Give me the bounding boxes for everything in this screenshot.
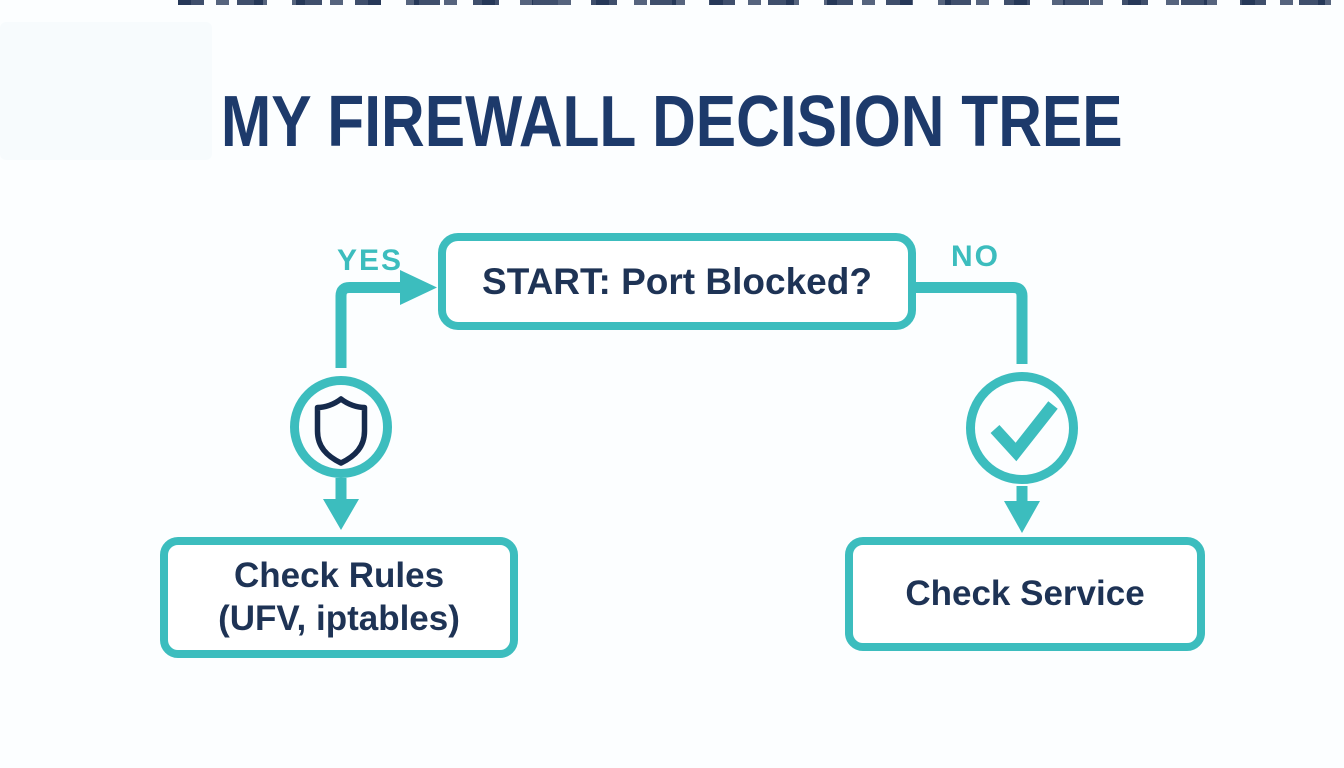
- check-rules-label-line1: Check Rules: [233, 555, 445, 595]
- yes-connector-line: [335, 282, 402, 368]
- check-service-label: Check Service: [905, 574, 1145, 613]
- no-branch-label: NO: [951, 240, 1000, 273]
- page-title: MY FIREWALL DECISION TREE: [0, 86, 1344, 158]
- no-connector-line: [916, 282, 1028, 364]
- background-smudge: [0, 22, 212, 160]
- check-service-node: Check Service: [845, 537, 1205, 651]
- shield-circle-icon: [290, 376, 392, 478]
- page-title-text: MY FIREWALL DECISION TREE: [221, 82, 1123, 162]
- check-rules-label-line2: (UFV, iptables): [218, 598, 460, 638]
- yes-arrowhead-right-icon: [400, 270, 437, 305]
- rules-arrowhead-down-icon: [323, 499, 359, 530]
- start-node-label: START: Port Blocked?: [482, 260, 872, 302]
- checkmark-icon: [990, 401, 1058, 462]
- shield-icon: [314, 396, 368, 466]
- start-node: START: Port Blocked?: [438, 233, 916, 330]
- check-circle-icon: [966, 372, 1078, 484]
- top-crop-artifact: [178, 0, 1344, 5]
- service-arrowhead-down-icon: [1004, 501, 1040, 533]
- yes-branch-label: YES: [337, 244, 404, 277]
- check-rules-node: Check Rules (UFV, iptables): [160, 537, 518, 658]
